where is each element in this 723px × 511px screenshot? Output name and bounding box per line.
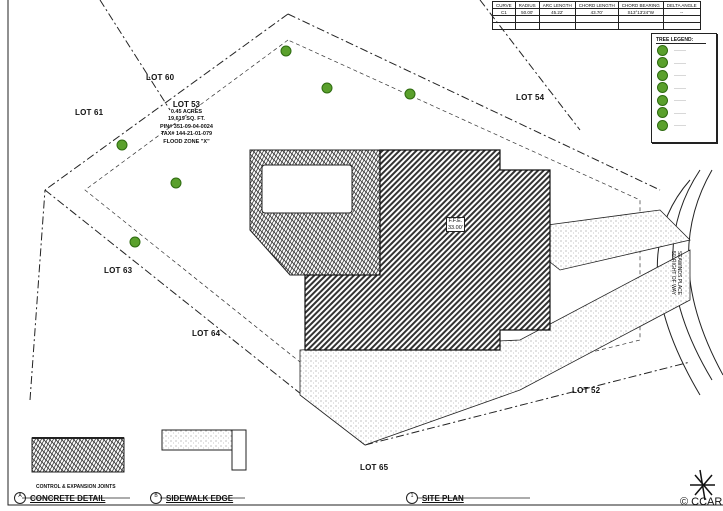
tree-icon	[657, 44, 668, 56]
header-arc-length: ARC LENGTH	[538, 1, 576, 9]
detail-title: SIDEWALK EDGE	[166, 493, 234, 503]
lot-acres: 0.45 ACRES	[170, 108, 203, 115]
detail-marker: A	[14, 492, 26, 504]
tree-icon	[657, 107, 668, 119]
header-radius: RADIUS	[514, 1, 540, 9]
house-footprint	[304, 149, 551, 351]
cell: --	[662, 8, 701, 16]
ffe-label: F.F.E.	[448, 218, 463, 224]
tree-icon	[129, 236, 141, 248]
site-plan-title: 1 SITE PLAN	[406, 492, 464, 504]
detail-title: SITE PLAN	[422, 493, 464, 503]
pool	[261, 164, 353, 214]
copyright-watermark: © CCAR	[680, 496, 723, 508]
lot-54-label: LOT 54	[516, 93, 545, 102]
table-row: C1 50.00' 45.22' 43.70' S13°13'24"W --	[492, 8, 701, 16]
cell: 43.70'	[574, 8, 619, 16]
tree-icon	[170, 177, 182, 189]
sheet-border	[7, 0, 723, 506]
tree-icon	[657, 57, 668, 69]
tree-icon	[657, 69, 668, 81]
concrete-detail-drawing	[31, 437, 125, 473]
header-chord-length: CHORD LENGTH	[574, 1, 619, 9]
trees	[116, 45, 416, 248]
road-name: SEAWINDS PLACE	[676, 250, 682, 296]
lot-65-label: LOT 65	[360, 463, 389, 472]
tree-icon	[657, 119, 668, 131]
lot-sqft: 19,619 SQ. FT.	[167, 116, 205, 122]
tree-icon	[657, 94, 668, 106]
lot-64-label: LOT 64	[192, 329, 221, 338]
tree-legend-title: TREE LEGEND:	[656, 37, 706, 44]
lot-52-label: LOT 52	[572, 386, 601, 395]
detail-marker: B	[150, 492, 162, 504]
header-chord-bearing: CHORD BEARING	[617, 1, 664, 9]
lot-61-label: LOT 61	[75, 108, 104, 117]
tree-icon	[116, 139, 128, 151]
header-curve: CURVE	[492, 1, 516, 9]
cell: C1	[492, 8, 516, 16]
finished-floor-elevation: F.F.E. 33.00'	[446, 217, 465, 232]
detail-marker: 1	[406, 492, 418, 504]
ffe-value: 33.00'	[448, 224, 463, 231]
tree-legend: TREE LEGEND: ———— ———— ———— ———— ———— ——…	[651, 33, 717, 143]
detail-b-title: B SIDEWALK EDGE	[150, 492, 233, 504]
north-arrow-icon	[690, 469, 715, 501]
tree-icon	[321, 82, 333, 94]
road-label: SEAWINDS PLACE 50' RIGHT OF WAY	[670, 238, 682, 308]
road-right-of-way: 50' RIGHT OF WAY	[670, 251, 676, 295]
tree-icon	[280, 45, 292, 57]
cell: 45.22'	[538, 8, 576, 16]
cell: S13°13'24"W	[617, 8, 664, 16]
header-delta-angle: DELTA ANGLE	[662, 1, 701, 9]
lot-53-label: LOT 53	[172, 100, 201, 109]
joints-note: CONTROL & EXPANSION JOINTS	[36, 484, 116, 490]
tree-icon	[404, 88, 416, 100]
tree-icon	[657, 82, 668, 94]
lot-tax: TAX# 144-21-01-079	[160, 131, 213, 137]
lot-60-label: LOT 60	[146, 73, 175, 82]
cell: 50.00'	[514, 8, 540, 16]
setback-lines	[84, 39, 641, 411]
lot-flood-zone: FLOOD ZONE "X"	[163, 138, 210, 145]
subject-lot-info: LOT 53 0.45 ACRES 19,619 SQ. FT. PIN# 35…	[160, 101, 213, 146]
curve-table: CURVE RADIUS ARC LENGTH CHORD LENGTH CHO…	[492, 1, 701, 30]
sidewalk-edge-drawing	[161, 429, 247, 471]
detail-title: CONCRETE DETAIL	[30, 493, 106, 503]
lot-63-label: LOT 63	[104, 266, 133, 275]
lot-pin: PIN# 351-09-04-0024	[160, 123, 213, 130]
detail-a-title: A CONCRETE DETAIL	[14, 492, 105, 504]
